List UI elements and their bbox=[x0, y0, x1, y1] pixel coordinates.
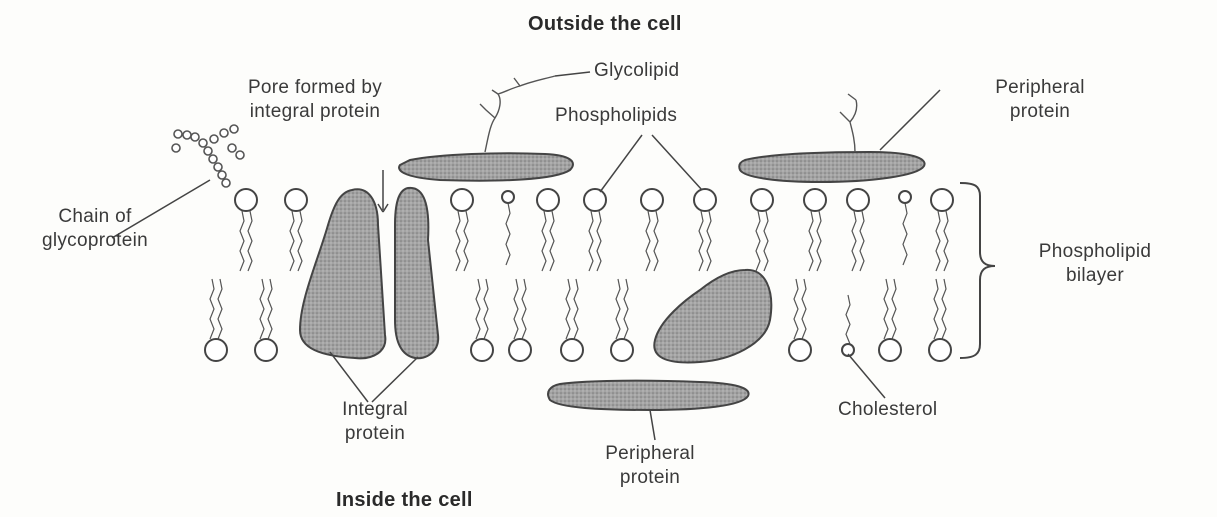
bilayer-bracket bbox=[960, 183, 995, 358]
phospholipid-tail bbox=[646, 211, 650, 271]
phospholipid-tail bbox=[566, 279, 570, 339]
bilayer-line2: bilayer bbox=[1010, 264, 1180, 288]
peripheral-bottom-line1: Peripheral bbox=[565, 442, 735, 466]
phospholipid-tail bbox=[260, 279, 264, 339]
phospholipid-tail bbox=[522, 279, 526, 339]
integral-protein-label: Integral protein bbox=[300, 398, 450, 446]
phospholipid-tail bbox=[884, 279, 888, 339]
phospholipid-tail bbox=[456, 211, 460, 271]
phospholipid-head-top bbox=[931, 189, 953, 211]
phospholipid-tail bbox=[298, 211, 302, 271]
glycolipid-chain bbox=[480, 76, 555, 152]
phospholipid-tail bbox=[699, 211, 703, 271]
phospholipid-tail bbox=[802, 279, 806, 339]
integral-line1: Integral bbox=[300, 398, 450, 422]
integral-protein-middle bbox=[654, 270, 771, 363]
phospholipid-tail bbox=[574, 279, 578, 339]
phospholipid-tail bbox=[210, 279, 214, 339]
phospholipid-head-bottom bbox=[611, 339, 633, 361]
phospholipid-tail bbox=[484, 279, 488, 339]
cholesterol-head-top-1 bbox=[502, 191, 514, 203]
phospholipid-tail bbox=[707, 211, 711, 271]
phospholipid-head-bottom bbox=[879, 339, 901, 361]
phospholipid-head-top bbox=[847, 189, 869, 211]
integral-protein-right bbox=[395, 188, 438, 358]
phospholipid-tail bbox=[290, 211, 294, 271]
phospholipid-tail bbox=[218, 279, 222, 339]
phospholipid-tail bbox=[589, 211, 593, 271]
phospholipid-tail bbox=[764, 211, 768, 271]
glycoprotein-chain-label: Chain of glycoprotein bbox=[10, 205, 180, 253]
phospholipid-tail bbox=[944, 211, 948, 271]
phospholipid-head-top bbox=[537, 189, 559, 211]
phospholipid-head-bottom bbox=[929, 339, 951, 361]
phospholipid-tail bbox=[756, 211, 760, 271]
pore-label: Pore formed by integral protein bbox=[200, 76, 430, 124]
phospholipid-tail bbox=[616, 279, 620, 339]
phospholipid-head-top bbox=[804, 189, 826, 211]
chain-line1: Chain of bbox=[10, 205, 180, 229]
peripheral-bottom-line2: protein bbox=[565, 466, 735, 490]
cholesterol-head-top-2 bbox=[899, 191, 911, 203]
peripheral-protein-top-right bbox=[739, 152, 924, 182]
phospholipid-tail bbox=[817, 211, 821, 271]
phospholipid-head-top bbox=[641, 189, 663, 211]
phospholipid-tail bbox=[542, 211, 546, 271]
phospholipid-tail bbox=[248, 211, 252, 271]
glycolipid-label: Glycolipid bbox=[594, 59, 679, 83]
phospholipid-head-top bbox=[235, 189, 257, 211]
peripheral-top-line2: protein bbox=[955, 100, 1125, 124]
phospholipid-head-top bbox=[751, 189, 773, 211]
phospholipid-tail bbox=[268, 279, 272, 339]
phospholipid-head-top bbox=[285, 189, 307, 211]
pore-label-line1: Pore formed by bbox=[200, 76, 430, 100]
phospholipid-tail bbox=[654, 211, 658, 271]
cholesterol-tail bbox=[846, 295, 850, 344]
phospholipid-tail bbox=[860, 211, 864, 271]
phospholipid-tail bbox=[476, 279, 480, 339]
phospholipid-head-bottom bbox=[509, 339, 531, 361]
chain-line2: glycoprotein bbox=[10, 229, 180, 253]
integral-protein-left bbox=[300, 189, 385, 358]
phospholipid-tail bbox=[934, 279, 938, 339]
phospholipid-head-bottom bbox=[255, 339, 277, 361]
peripheral-protein-top-left bbox=[399, 153, 573, 180]
phospholipid-head-top bbox=[584, 189, 606, 211]
cholesterol-tail bbox=[903, 203, 907, 265]
phospholipid-tail bbox=[809, 211, 813, 271]
cholesterol-tail bbox=[506, 203, 510, 265]
phospholipid-tail bbox=[240, 211, 244, 271]
phospholipid-tail bbox=[624, 279, 628, 339]
phospholipid-tail bbox=[892, 279, 896, 339]
phospholipid-head-bottom bbox=[789, 339, 811, 361]
integral-line2: protein bbox=[300, 422, 450, 446]
peripheral-protein-bottom-label: Peripheral protein bbox=[565, 442, 735, 490]
bilayer-line1: Phospholipid bbox=[1010, 240, 1180, 264]
phospholipid-tail bbox=[597, 211, 601, 271]
phospholipid-tail bbox=[942, 279, 946, 339]
phospholipid-bilayer-label: Phospholipid bilayer bbox=[1010, 240, 1180, 288]
outside-cell-label: Outside the cell bbox=[528, 12, 682, 36]
phospholipid-tail bbox=[936, 211, 940, 271]
pore-label-line2: integral protein bbox=[200, 100, 430, 124]
peripheral-protein-bottom bbox=[548, 381, 749, 410]
phospholipids-label: Phospholipids bbox=[555, 104, 677, 128]
phospholipid-head-top bbox=[694, 189, 716, 211]
phospholipid-tail bbox=[852, 211, 856, 271]
phospholipid-tail bbox=[514, 279, 518, 339]
glycoprotein-chain bbox=[172, 125, 244, 187]
phospholipid-head-top bbox=[451, 189, 473, 211]
peripheral-top-line1: Peripheral bbox=[955, 76, 1125, 100]
phospholipid-tail bbox=[794, 279, 798, 339]
inside-cell-label: Inside the cell bbox=[336, 488, 473, 512]
phospholipid-tail bbox=[464, 211, 468, 271]
phospholipid-tail bbox=[550, 211, 554, 271]
cholesterol-label: Cholesterol bbox=[838, 398, 937, 422]
peripheral-carbohydrate bbox=[840, 94, 857, 152]
phospholipid-head-bottom bbox=[471, 339, 493, 361]
phospholipid-head-bottom bbox=[205, 339, 227, 361]
phospholipid-head-bottom bbox=[561, 339, 583, 361]
peripheral-protein-top-label: Peripheral protein bbox=[955, 76, 1125, 124]
